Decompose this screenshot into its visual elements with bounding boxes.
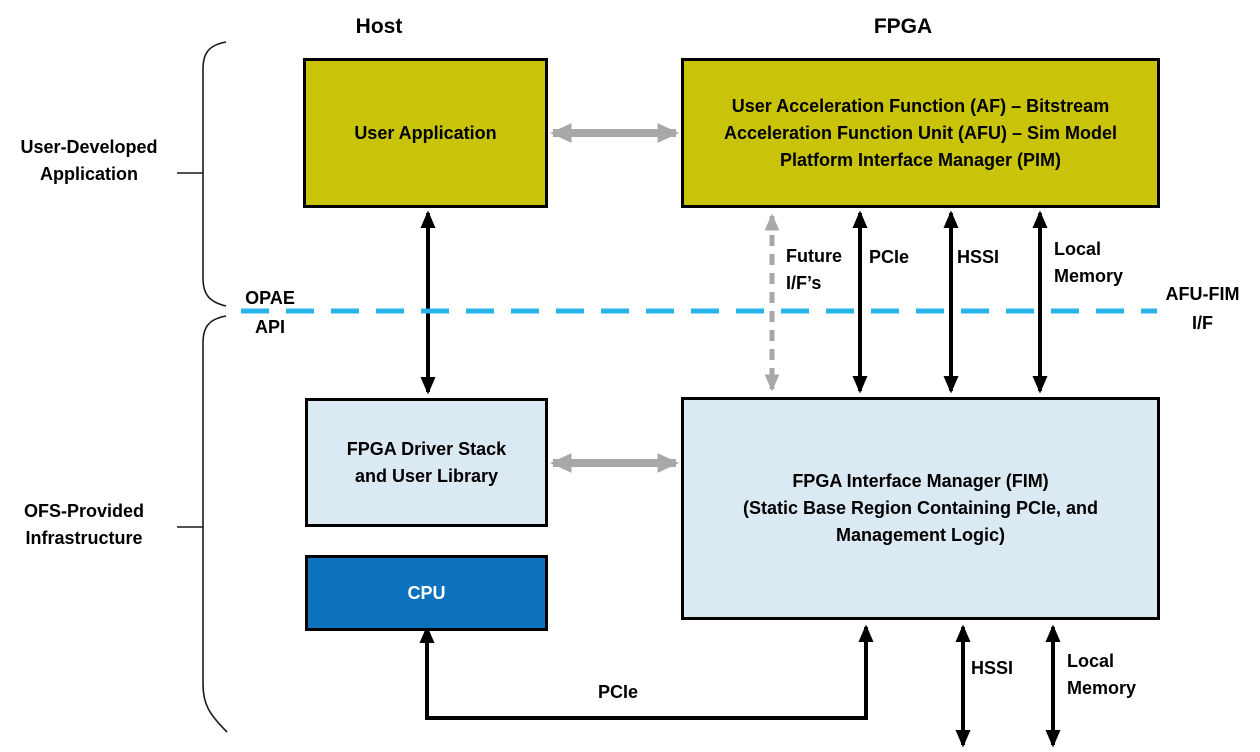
fpga-driver-stack-box: FPGA Driver Stack and User Library	[305, 398, 548, 527]
local-memory-top-label: Local Memory	[1054, 239, 1124, 286]
pcie-bottom-label: PCIe	[597, 682, 639, 702]
arrow-pcie-cpu-fim	[419, 624, 874, 720]
local-memory-bottom-label: Local Memory	[1067, 651, 1137, 698]
opae-api-label: OPAE API	[245, 288, 295, 337]
af-afu-pim-box: User Acceleration Function (AF) – Bitstr…	[681, 58, 1160, 208]
fim-box: FPGA Interface Manager (FIM) (Static Bas…	[681, 397, 1160, 620]
ofs-provided-infrastructure-label: OFS-Provided Infrastructure	[23, 501, 144, 548]
future-if-label: Future I/F’s	[786, 246, 842, 293]
fpga-title: FPGA	[873, 15, 933, 38]
brace-ofs-provided	[202, 315, 228, 733]
afu-fim-if-label: AFU-FIM I/F	[1165, 284, 1240, 333]
user-developed-application-label: User-Developed Application	[20, 137, 158, 184]
hssi-bottom-label: HSSI	[971, 658, 1014, 678]
pcie-top-label: PCIe	[869, 247, 910, 267]
hssi-top-label: HSSI	[957, 247, 1000, 267]
host-title: Host	[355, 15, 403, 38]
brace-user-developed	[202, 41, 227, 307]
cpu-box: CPU	[305, 555, 548, 631]
user-application-box: User Application	[303, 58, 548, 208]
